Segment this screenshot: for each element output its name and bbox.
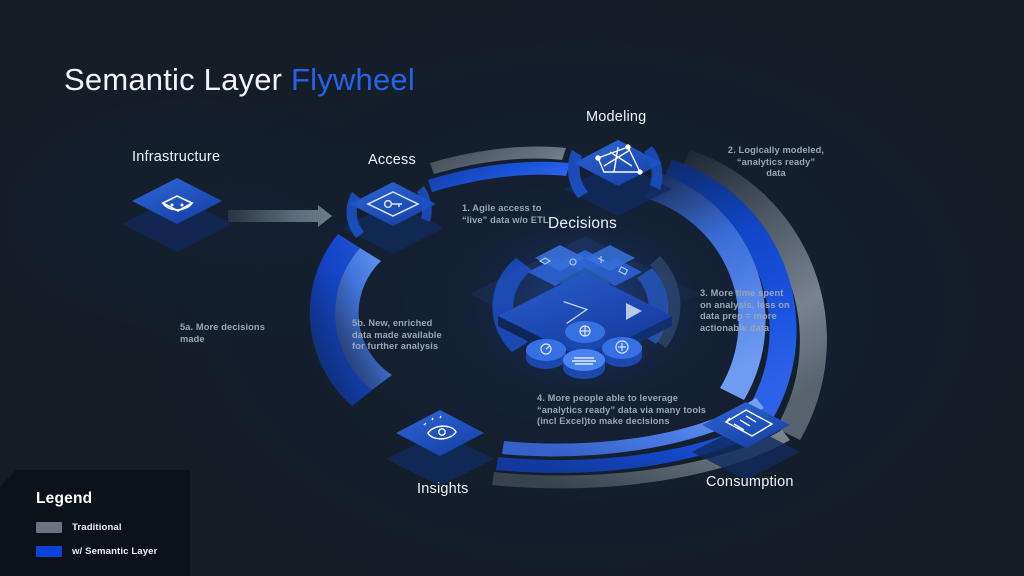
- eye-insight-icon: [423, 415, 457, 440]
- node-infrastructure[interactable]: [122, 178, 232, 252]
- arc-group-right: [644, 150, 827, 440]
- arc-group-left: [309, 234, 392, 406]
- annotation-line: for further analysis: [352, 341, 439, 352]
- arc-group-top: [428, 146, 570, 192]
- annotation-step-1: 1. Agile access to “live” data w/o ETL: [462, 203, 549, 226]
- annotation-step-3: 3. More time spent on analysis, less on …: [700, 288, 790, 334]
- node-consumption[interactable]: [692, 402, 800, 480]
- node-label-infrastructure: Infrastructure: [132, 149, 221, 165]
- legend-label-traditional: Traditional: [72, 522, 122, 533]
- annotation-line: 3. More time spent: [700, 288, 784, 298]
- legend-item-traditional: Traditional: [36, 522, 122, 533]
- legend-label-semantic: w/ Semantic Layer: [72, 546, 158, 557]
- arc-semantic-left: [309, 234, 372, 406]
- node-label-decisions: Decisions: [548, 215, 617, 232]
- annotation-step-5b: 5b. New, enriched data made available fo…: [352, 318, 442, 353]
- annotation-line: 5b. New, enriched: [352, 318, 433, 328]
- annotation-line: data: [766, 168, 786, 179]
- arc-semantic-light-right: [644, 172, 766, 400]
- node-decisions[interactable]: [467, 213, 703, 397]
- annotation-step-4: 4. More people able to leverage “analyti…: [537, 393, 706, 428]
- annotation-line: data prep = more: [700, 311, 777, 322]
- legend-item-semantic: w/ Semantic Layer: [36, 546, 157, 557]
- annotation-line: 1. Agile access to: [462, 203, 542, 213]
- network-graph-icon: [595, 144, 643, 175]
- title-main: Semantic Layer: [64, 62, 291, 97]
- hub-cylinders: [526, 321, 642, 379]
- legend-swatch-traditional: [36, 522, 62, 533]
- annotation-step-5a: 5a. More decisions made: [180, 322, 265, 345]
- legend-title: Legend: [36, 490, 93, 507]
- node-insights[interactable]: [386, 410, 494, 486]
- arrow-infrastructure-to-access: [228, 205, 332, 227]
- annotation-line: 4. More people able to leverage: [537, 393, 679, 403]
- node-access[interactable]: [342, 182, 444, 254]
- annotation-line: 2. Logically modeled,: [727, 145, 825, 155]
- legend-swatch-semantic: [36, 546, 62, 557]
- node-label-insights: Insights: [417, 481, 469, 497]
- annotation-line: actionable data: [700, 322, 770, 333]
- annotation-line: made: [180, 333, 205, 344]
- arc-semantic-top: [428, 161, 570, 192]
- node-label-modeling: Modeling: [586, 109, 647, 125]
- annotation-line: (incl Excel)to make decisions: [537, 416, 670, 427]
- database-icon: [161, 195, 194, 212]
- arc-semantic-right: [660, 160, 797, 420]
- arc-traditional-top: [430, 146, 566, 174]
- node-label-consumption: Consumption: [706, 474, 794, 490]
- annotation-step-2: 2. Logically modeled, “analytics ready” …: [716, 145, 836, 180]
- annotation-line: on analysis, less on: [700, 299, 790, 310]
- arc-semantic-light-left: [335, 248, 392, 390]
- hub-ring-right-outer: [650, 256, 681, 348]
- key-card-icon: [366, 191, 420, 217]
- annotation-line: 5a. More decisions: [180, 322, 265, 332]
- annotation-line: “analytics ready” data via many tools: [537, 404, 707, 415]
- legend-panel: Legend Traditional w/ Semantic Layer: [0, 470, 190, 576]
- title-accent: Flywheel: [291, 62, 415, 97]
- node-label-access: Access: [368, 152, 416, 168]
- report-icon: [724, 409, 774, 437]
- page-title: Semantic Layer Flywheel: [64, 62, 415, 98]
- annotation-line: “live” data w/o ETL: [462, 214, 549, 225]
- annotation-line: “analytics ready”: [736, 156, 816, 167]
- annotation-line: data made available: [352, 329, 442, 340]
- node-modeling[interactable]: [564, 140, 672, 216]
